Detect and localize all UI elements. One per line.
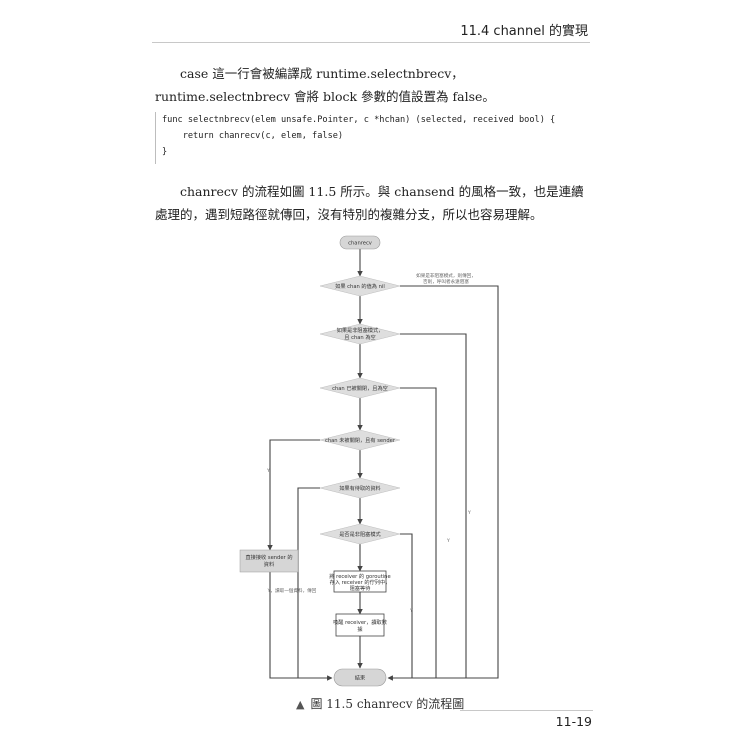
- flow-end-node: 結束: [333, 668, 387, 687]
- decision-label: chan 未被關閉，且有 sender: [325, 436, 396, 444]
- decision-chan-nil: 如果 chan 的值為 nil: [319, 275, 401, 297]
- process-wake-receiver: 喚醒 receiver，讀取數 據: [333, 613, 387, 637]
- paragraph-selectnbrecv: case 這一行會被編譯成 runtime.selectnbrecv，runti…: [155, 62, 585, 108]
- code-line: }: [162, 147, 168, 157]
- start-label: chanrecv: [348, 241, 372, 247]
- process-label: 據: [357, 625, 363, 633]
- yes-label: Y: [467, 510, 471, 516]
- running-header: 11.4 channel 的實現: [152, 14, 590, 43]
- decision-chan-closed: chan 已被關閉，且為空: [319, 377, 401, 399]
- code-block: func selectnbrecv(elem unsafe.Pointer, c…: [155, 112, 590, 164]
- decision-has-sender: chan 未被關閉，且有 sender: [319, 429, 401, 451]
- decision-label: 如果 chan 的值為 nil: [335, 282, 385, 290]
- yes-label: Y: [446, 538, 450, 544]
- process-label: 將 receiver 的 goroutine: [329, 572, 390, 580]
- code-line: func selectnbrecv(elem unsafe.Pointer, c…: [162, 115, 556, 125]
- caption-text: 圖 11.5 chanrecv 的流程圖: [310, 697, 465, 711]
- decision-label: 且 chan 為空: [344, 333, 375, 341]
- page-number: 11-19: [555, 714, 592, 729]
- flow-connectors: [267, 249, 499, 681]
- note-nonblocking-return: 否則，呼叫者永遠阻塞: [423, 278, 469, 285]
- footer-rule: [460, 710, 593, 711]
- process-label: 資料: [264, 560, 274, 568]
- end-label: 結束: [355, 674, 365, 682]
- figure-caption: ▲ 圖 11.5 chanrecv 的流程圖: [296, 695, 596, 712]
- process-direct-receive: 直接接收 sender 的 資料: [239, 549, 299, 573]
- note-read-return: Y，讀取一個資料，傳回: [267, 587, 317, 594]
- decision-label: 如果是非阻塞模式，: [337, 326, 384, 334]
- process-label: 阻塞等待: [350, 584, 371, 592]
- process-label: 直接接收 sender 的: [245, 553, 292, 561]
- process-label: 存入 receiver 的佇列中，: [330, 578, 391, 586]
- yes-label: Y: [266, 468, 270, 474]
- flow-start-node: chanrecv: [339, 235, 381, 250]
- paragraph-text: case 這一行會被編譯成 runtime.selectnbrecv，runti…: [155, 66, 495, 104]
- process-enqueue-receiver: 將 receiver 的 goroutine 存入 receiver 的佇列中，…: [329, 570, 391, 593]
- code-line: return chanrecv(c, elem, false): [162, 131, 344, 141]
- process-label: 喚醒 receiver，讀取數: [333, 618, 387, 626]
- section-title: 11.4 channel 的實現: [460, 24, 588, 39]
- caption-marker: ▲: [296, 698, 305, 711]
- decision-label: 是否是非阻塞模式: [339, 530, 381, 538]
- paragraph-chanrecv-flow: chanrecv 的流程如圖 11.5 所示。與 chansend 的風格一致，…: [155, 180, 585, 226]
- decision-label: chan 已被關閉，且為空: [332, 384, 388, 392]
- decision-nonblocking: 是否是非阻塞模式: [319, 523, 401, 545]
- paragraph-text: chanrecv 的流程如圖 11.5 所示。與 chansend 的風格一致，…: [155, 184, 584, 222]
- note-nonblocking-return: 如果是非阻塞模式，則傳回，: [416, 272, 476, 279]
- decision-nonblocking-empty: 如果是非阻塞模式， 且 chan 為空: [319, 323, 401, 345]
- decision-label: 如果有待取的資料: [339, 484, 381, 492]
- decision-pending-data: 如果有待取的資料: [319, 477, 401, 499]
- yes-label: Y: [409, 608, 413, 614]
